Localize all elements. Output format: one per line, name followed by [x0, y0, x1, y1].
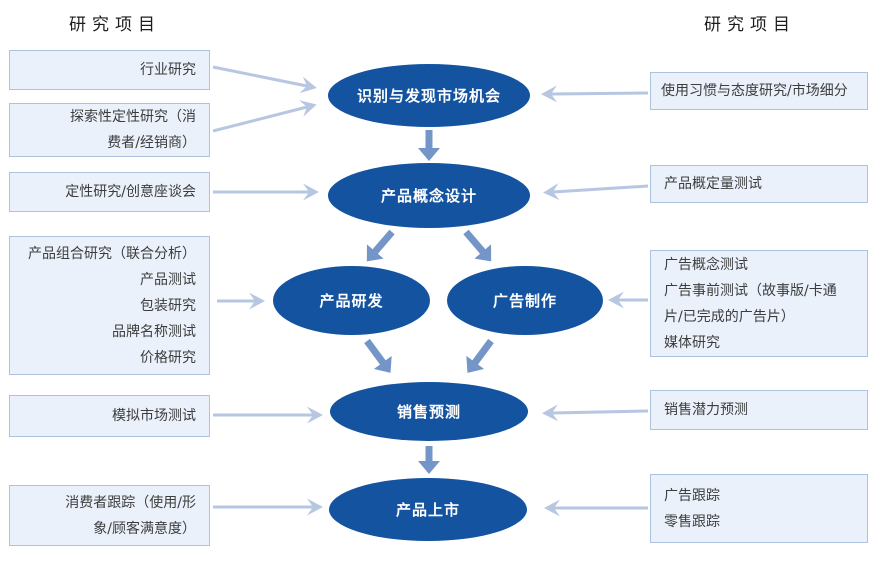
- right-box-ad-testing: 广告概念测试 广告事前测试（故事版/卡通 片/已完成的广告片） 媒体研究: [650, 250, 868, 357]
- right-box-concept-quant-test: 产品概定量测试: [650, 165, 868, 203]
- left-box-label: 消费者跟踪（使用/形 象/顾客满意度）: [65, 494, 196, 537]
- right-box-label: 使用习惯与态度研究/市场细分: [661, 83, 848, 99]
- arrow-usage-to-opportunity: [541, 85, 649, 103]
- right-column-header: 研究项目: [704, 15, 796, 35]
- arrow-industry-to-opportunity: [212, 65, 317, 94]
- arrow-rnd-to-forecast: [364, 338, 392, 373]
- left-box-label: 产品组合研究（联合分析） 产品测试 包装研究 品牌名称测试 价格研究: [28, 245, 196, 366]
- left-box-label: 行业研究: [140, 62, 196, 78]
- left-box-simulated-market-test: 模拟市场测试: [9, 395, 210, 437]
- right-box-label: 产品概定量测试: [664, 176, 762, 192]
- node-product-launch: 产品上市: [329, 478, 527, 541]
- arrow-ad-to-forecast: [466, 338, 494, 373]
- arrow-potential-to-forecast: [542, 404, 649, 422]
- right-box-label: 广告概念测试 广告事前测试（故事版/卡通 片/已完成的广告片） 媒体研究: [664, 256, 837, 351]
- arrow-concept-to-rnd: [366, 229, 395, 262]
- arrow-concepttest-to-concept: [543, 183, 649, 201]
- left-box-qualitative-ideation: 定性研究/创意座谈会: [9, 172, 210, 212]
- left-box-label: 定性研究/创意座谈会: [65, 184, 196, 200]
- node-market-opportunity: 识别与发现市场机会: [328, 64, 530, 127]
- right-box-label: 广告跟踪 零售跟踪: [664, 487, 720, 530]
- right-box-usage-attitude: 使用习惯与态度研究/市场细分: [650, 72, 868, 110]
- node-ad-production: 广告制作: [447, 266, 603, 335]
- node-sales-forecast: 销售预测: [330, 382, 528, 441]
- left-box-label: 模拟市场测试: [112, 408, 196, 424]
- left-box-industry-research: 行业研究: [9, 50, 210, 90]
- left-box-consumer-tracking: 消费者跟踪（使用/形 象/顾客满意度）: [9, 485, 210, 546]
- left-column-header: 研究项目: [69, 15, 161, 35]
- left-box-label: 探索性定性研究（消 费者/经销商）: [70, 109, 196, 151]
- right-box-ad-retail-tracking: 广告跟踪 零售跟踪: [650, 474, 868, 543]
- right-box-label: 销售潜力预测: [664, 402, 748, 418]
- left-box-exploratory-qualitative: 探索性定性研究（消 费者/经销商）: [9, 103, 210, 157]
- node-product-rnd: 产品研发: [273, 266, 430, 335]
- node-product-concept-design: 产品概念设计: [328, 163, 530, 228]
- right-box-sales-potential: 销售潜力预测: [650, 390, 868, 430]
- arrow-concept-to-ad: [463, 229, 492, 262]
- left-box-product-portfolio: 产品组合研究（联合分析） 产品测试 包装研究 品牌名称测试 价格研究: [9, 236, 210, 375]
- arrow-exploratory-to-opportunity: [212, 100, 317, 133]
